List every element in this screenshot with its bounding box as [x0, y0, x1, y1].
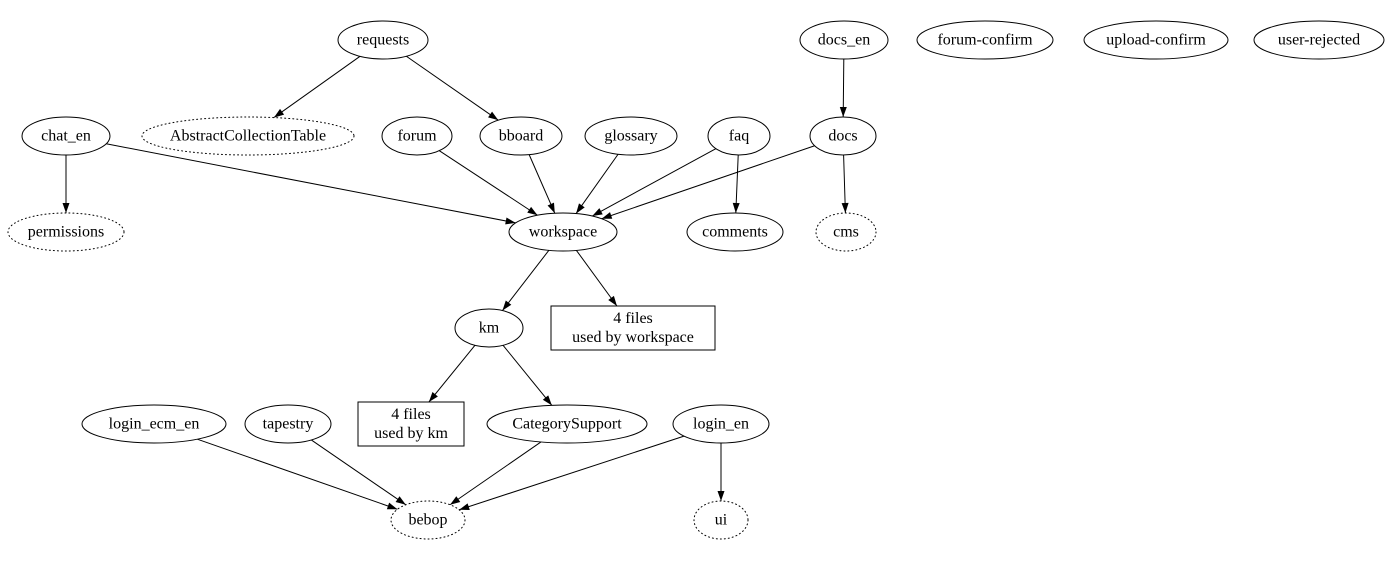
node-upload-confirm: upload-confirm [1083, 20, 1229, 60]
edges [62, 55, 849, 511]
ellipse-shape [508, 212, 618, 252]
ellipse-shape [141, 116, 355, 156]
node-CategorySupport: CategorySupport [486, 404, 648, 444]
node-km: km [454, 308, 524, 348]
edge-docs-cms [841, 154, 849, 214]
ellipse-shape [799, 20, 889, 60]
ellipse-shape [244, 404, 332, 444]
ellipse-shape [486, 404, 648, 444]
ellipse-shape [81, 404, 227, 444]
node-label: user-rejected [1278, 32, 1360, 49]
node-requests: requests [337, 20, 429, 60]
node-label: km [479, 320, 500, 337]
node-chat_en: chat_en [21, 116, 111, 156]
node-user-rejected: user-rejected [1253, 20, 1385, 60]
node-label: 4 files [613, 310, 653, 327]
node-label: login_ecm_en [109, 416, 200, 433]
node-label: CategorySupport [512, 416, 622, 433]
node-label: login_en [693, 416, 749, 433]
node-faq: faq [707, 116, 771, 156]
edge-chat_en-workspace [106, 143, 516, 225]
node-docs: docs [809, 116, 877, 156]
ellipse-shape [1083, 20, 1229, 60]
node-comments: comments [686, 212, 784, 252]
node-AbstractCollectionTable: AbstractCollectionTable [141, 116, 355, 156]
edge-bboard-workspace [528, 154, 556, 214]
node-login_ecm_en: login_ecm_en [81, 404, 227, 444]
node-workspace: workspace [508, 212, 618, 252]
edge-CategorySupport-bebop [449, 441, 542, 506]
node-login_en: login_en [672, 404, 770, 444]
ellipse-shape [693, 500, 749, 540]
node-tapestry: tapestry [244, 404, 332, 444]
edge-requests-bboard [406, 55, 499, 121]
ellipse-shape [584, 116, 678, 156]
node-label: tapestry [263, 416, 314, 433]
ellipse-shape [707, 116, 771, 156]
ellipse-shape [454, 308, 524, 348]
ellipse-shape [672, 404, 770, 444]
ellipse-shape [7, 212, 125, 252]
node-label: comments [702, 224, 768, 241]
node-files_km: 4 files used by km [357, 401, 465, 447]
node-glossary: glossary [584, 116, 678, 156]
ellipse-shape [21, 116, 111, 156]
node-cms: cms [815, 212, 877, 252]
node-label: upload-confirm [1106, 32, 1206, 49]
node-label: 4 files [391, 406, 431, 423]
node-label: forum-confirm [937, 32, 1033, 49]
node-label: ui [715, 512, 728, 529]
node-permissions: permissions [7, 212, 125, 252]
edge-tapestry-bebop [311, 439, 407, 506]
node-label: faq [729, 128, 749, 145]
edge-workspace-files_workspace [576, 250, 618, 307]
edge-forum-workspace [439, 150, 538, 216]
edge-km-files_km [428, 344, 476, 403]
node-files_workspace: 4 files used by workspace [550, 305, 716, 351]
edge-docs_en-docs [839, 58, 847, 118]
node-label: requests [357, 32, 409, 49]
node-label: glossary [604, 128, 657, 145]
edge-login_ecm_en-bebop [197, 438, 398, 510]
box-shape [550, 305, 716, 351]
node-label: used by km [374, 425, 448, 442]
node-label: cms [833, 224, 859, 241]
ellipse-shape [381, 116, 453, 156]
node-bboard: bboard [479, 116, 563, 156]
nodes: requests docs_en forum-confirm upload-confi… [7, 20, 1385, 540]
node-label: bboard [499, 128, 543, 145]
ellipse-shape [815, 212, 877, 252]
node-label: docs [828, 128, 857, 145]
ellipse-shape [686, 212, 784, 252]
box-shape [357, 401, 465, 447]
edge-glossary-workspace [575, 153, 619, 214]
edge-docs-workspace [601, 145, 815, 220]
ellipse-shape [1253, 20, 1385, 60]
node-bebop: bebop [390, 500, 466, 540]
edge-requests-AbstractCollectionTable [273, 55, 361, 118]
node-label: forum [397, 128, 437, 145]
node-forum-confirm: forum-confirm [916, 20, 1054, 60]
ellipse-shape [390, 500, 466, 540]
node-label: used by workspace [572, 329, 694, 346]
node-label: AbstractCollectionTable [170, 128, 326, 145]
ellipse-shape [479, 116, 563, 156]
edge-login_en-bebop [459, 435, 685, 511]
node-label: chat_en [41, 128, 91, 145]
ellipse-shape [809, 116, 877, 156]
node-label: bebop [408, 512, 447, 529]
edge-faq-workspace [592, 148, 717, 217]
edge-km-CategorySupport [502, 344, 553, 406]
ellipse-shape [916, 20, 1054, 60]
node-label: permissions [28, 224, 104, 241]
node-label: workspace [529, 224, 597, 241]
node-forum: forum [381, 116, 453, 156]
edge-faq-comments [732, 154, 740, 214]
ellipse-shape [337, 20, 429, 60]
node-ui: ui [693, 500, 749, 540]
node-docs_en: docs_en [799, 20, 889, 60]
edge-workspace-km [502, 250, 550, 311]
node-label: docs_en [818, 32, 870, 49]
